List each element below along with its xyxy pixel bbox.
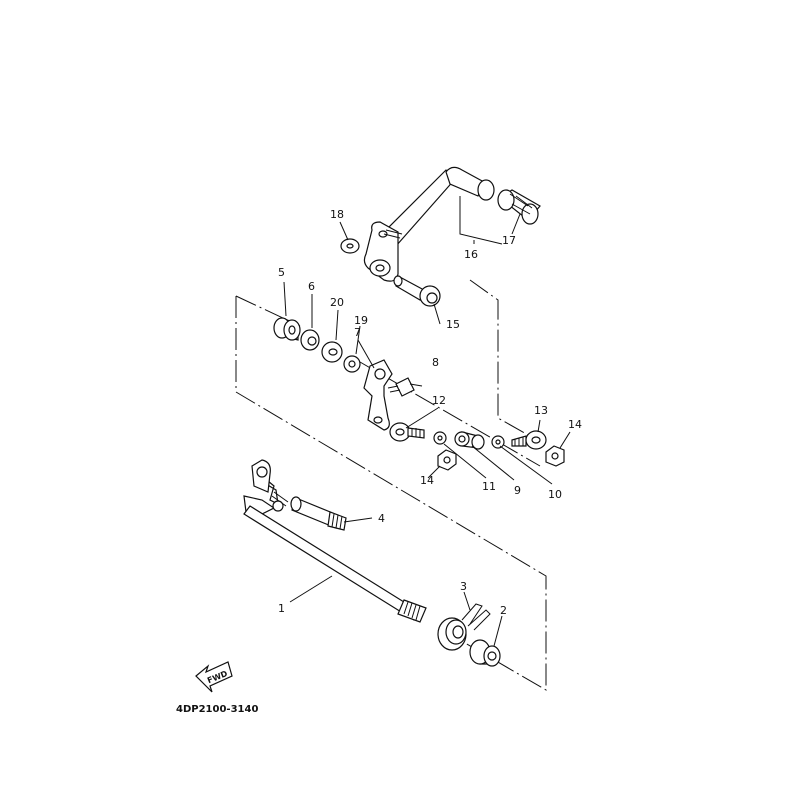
callout-16: 16 (464, 248, 478, 261)
callout-13: 13 (534, 404, 548, 417)
shift-lever-7 (363, 359, 393, 431)
callout-9: 9 (514, 484, 521, 497)
callout-7: 7 (354, 326, 361, 339)
callout-20: 20 (330, 296, 344, 309)
rod-end-12 (389, 422, 425, 442)
washer-19 (343, 355, 361, 373)
leader-lines (283, 196, 571, 647)
forward-arrow-icon: FWD (195, 661, 233, 693)
callouts: 1 2 3 4 5 6 7 8 9 10 11 12 13 14 14 15 1… (278, 208, 582, 617)
bolt-8 (387, 377, 415, 397)
rod-end-13 (511, 430, 547, 450)
callout-11: 11 (482, 480, 496, 493)
collar-2 (469, 639, 501, 667)
nut-14-right (545, 445, 565, 467)
callout-4: 4 (378, 512, 385, 525)
callout-3: 3 (460, 580, 467, 593)
callout-5: 5 (278, 266, 285, 279)
collar-9 (454, 431, 485, 450)
washer-6 (300, 329, 320, 351)
callout-15: 15 (446, 318, 460, 331)
callout-17: 17 (502, 234, 516, 247)
washer-20 (321, 341, 343, 363)
callout-19: 19 (354, 314, 368, 327)
callout-14-left: 14 (420, 474, 434, 487)
callout-12: 12 (432, 394, 446, 407)
callout-2: 2 (500, 604, 507, 617)
diagram-code: 4DP2100-3140 (176, 704, 258, 715)
collar-5 (273, 317, 301, 341)
callout-10: 10 (548, 488, 562, 501)
callout-1: 1 (278, 602, 285, 615)
stopper-pin-4 (272, 496, 347, 531)
washer-18 (340, 238, 360, 254)
pedal-rubber (497, 189, 541, 225)
callout-18: 18 (330, 208, 344, 221)
return-spring-3 (437, 603, 491, 651)
callout-6: 6 (308, 280, 315, 293)
shift-pedal (363, 166, 495, 282)
nut-10 (491, 435, 505, 449)
callout-8: 8 (432, 356, 439, 369)
nut-11 (433, 431, 447, 445)
shift-shaft-1 (243, 459, 427, 623)
assembly-outline (235, 279, 547, 691)
nut-14-left (437, 449, 457, 471)
pivot-bolt-15 (393, 275, 441, 307)
callout-14-right: 14 (568, 418, 582, 431)
